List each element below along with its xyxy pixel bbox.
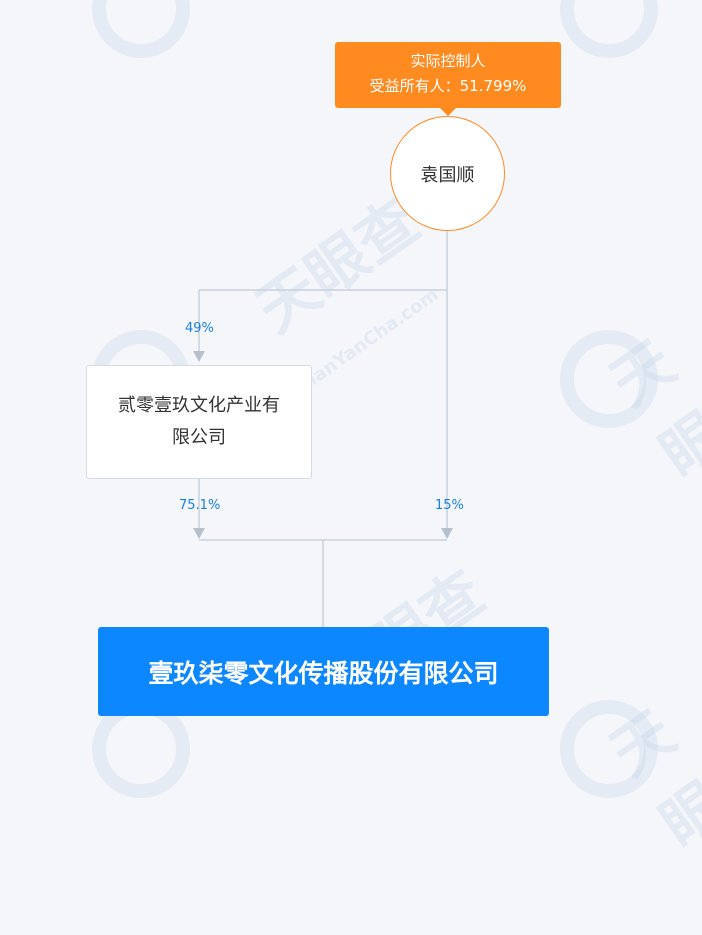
arrow-head-icon [193,528,205,539]
intermediate-company-name: 贰零壹玖文化产业有 限公司 [118,390,280,454]
company-name-line2: 限公司 [172,427,226,448]
intermediate-company-node[interactable]: 贰零壹玖文化产业有 限公司 [86,365,312,479]
arrow-head-icon [193,351,205,362]
target-company-name: 壹玖柒零文化传播股份有限公司 [148,658,499,688]
equity-structure-diagram: 天眼查 天眼查 天眼查 天眼查 TianYanCha.com 实际控制人 受益所… [86,0,702,932]
beneficial-owner-label: 受益所有人：51.799% [369,77,527,95]
arrow-head-icon [441,528,453,539]
percent-person-to-target: 15% [435,498,464,513]
company-name-line1: 贰零壹玖文化产业有 [118,395,280,416]
percent-person-to-company: 49% [185,321,214,336]
person-name: 袁国顺 [420,164,475,186]
actual-controller-tag: 实际控制人 受益所有人：51.799% [335,42,561,116]
controller-title: 实际控制人 [410,52,486,70]
connector-lines [193,231,453,627]
person-node[interactable]: 袁国顺 [390,116,505,231]
target-company-node[interactable]: 壹玖柒零文化传播股份有限公司 [98,627,549,716]
percent-company-to-target: 75.1% [179,498,221,513]
